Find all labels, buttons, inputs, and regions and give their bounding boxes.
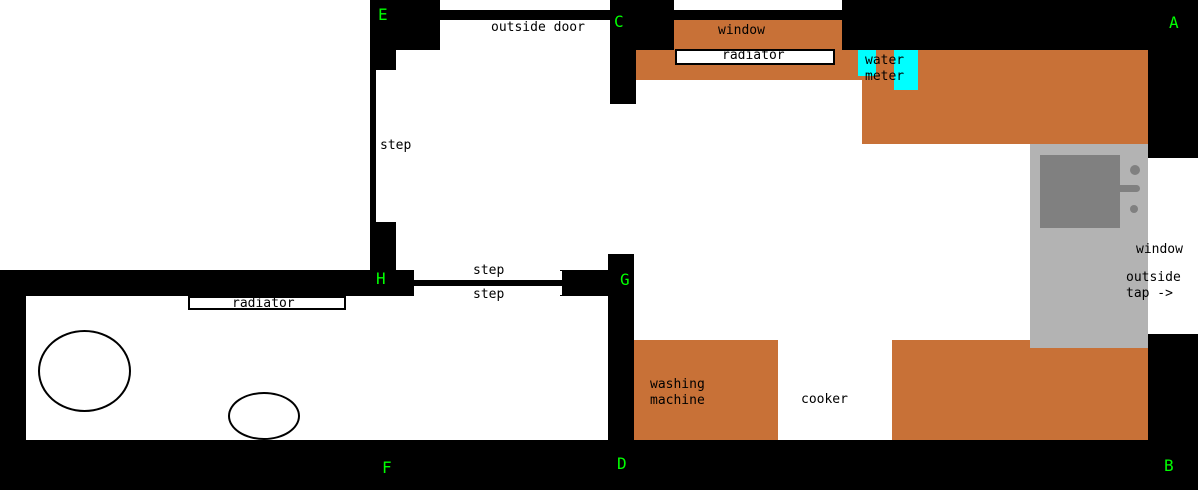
wall-hall-left [0,270,26,440]
wall-hall-top [0,270,414,296]
outside-tap-label-line2: tap -> [1126,286,1173,301]
sink-basin [1040,155,1120,228]
water-meter-left [858,50,876,76]
step-lower-label: step [473,287,505,302]
radiator-hall-label: radiator [232,296,295,311]
wall-kitchen-right-lower [1148,334,1198,440]
window-right-opening [1148,158,1188,334]
wall-step-divider [414,280,560,286]
tap-spout-icon [1116,185,1140,192]
wall-hall-top-right [560,270,610,296]
wall-kitchen-right-upper [1148,50,1198,158]
radiator-kitchen-label: radiator [722,48,785,63]
corner-label-c: C [614,12,624,31]
wall-bottom-band [0,440,1198,490]
corner-label-d: D [617,454,627,473]
small-ellipse [228,392,300,440]
corner-label-f: F [382,458,392,477]
washing-machine-label-line2: machine [650,393,705,408]
window-top-label: window [718,23,765,38]
tap-knob-top-icon [1130,165,1140,175]
water-meter-right [894,50,918,90]
water-meter-label-line2: meter [865,69,905,84]
wall-kitchen-left [608,254,634,440]
wall-door-lintel [440,10,610,20]
wall-window-lintel [674,10,842,20]
corner-label-a: A [1169,13,1179,32]
wall-porch-right-top [610,0,636,104]
worktop-bottom-right [892,340,1148,440]
outside-tap-label-line1: outside [1126,270,1181,285]
step-vertical-label: step [380,138,412,153]
worktop-under-window [674,20,842,50]
step-upper [414,271,562,280]
step-lower [414,286,562,295]
corner-label-e: E [378,5,388,24]
radiator-kitchen [675,49,835,65]
step-vertical [376,70,396,222]
radiator-hall [188,296,346,310]
large-ellipse [38,330,131,412]
tap-knob-bottom-icon [1130,205,1138,213]
step-upper-label: step [473,263,505,278]
wall-corner-c [636,0,674,50]
wall-corner-e [396,0,440,50]
water-meter-label-line1: water [865,53,905,68]
corner-label-h: H [376,269,386,288]
window-right-label: window [1136,242,1183,257]
corner-label-g: G [620,270,630,289]
corner-label-b: B [1164,456,1174,475]
washing-machine-unit [634,340,778,440]
outside-door-label: outside door [491,20,585,35]
cooker-label: cooker [801,392,848,407]
wall-kitchen-top [842,0,1198,50]
washing-machine-label-line1: washing [650,377,705,392]
